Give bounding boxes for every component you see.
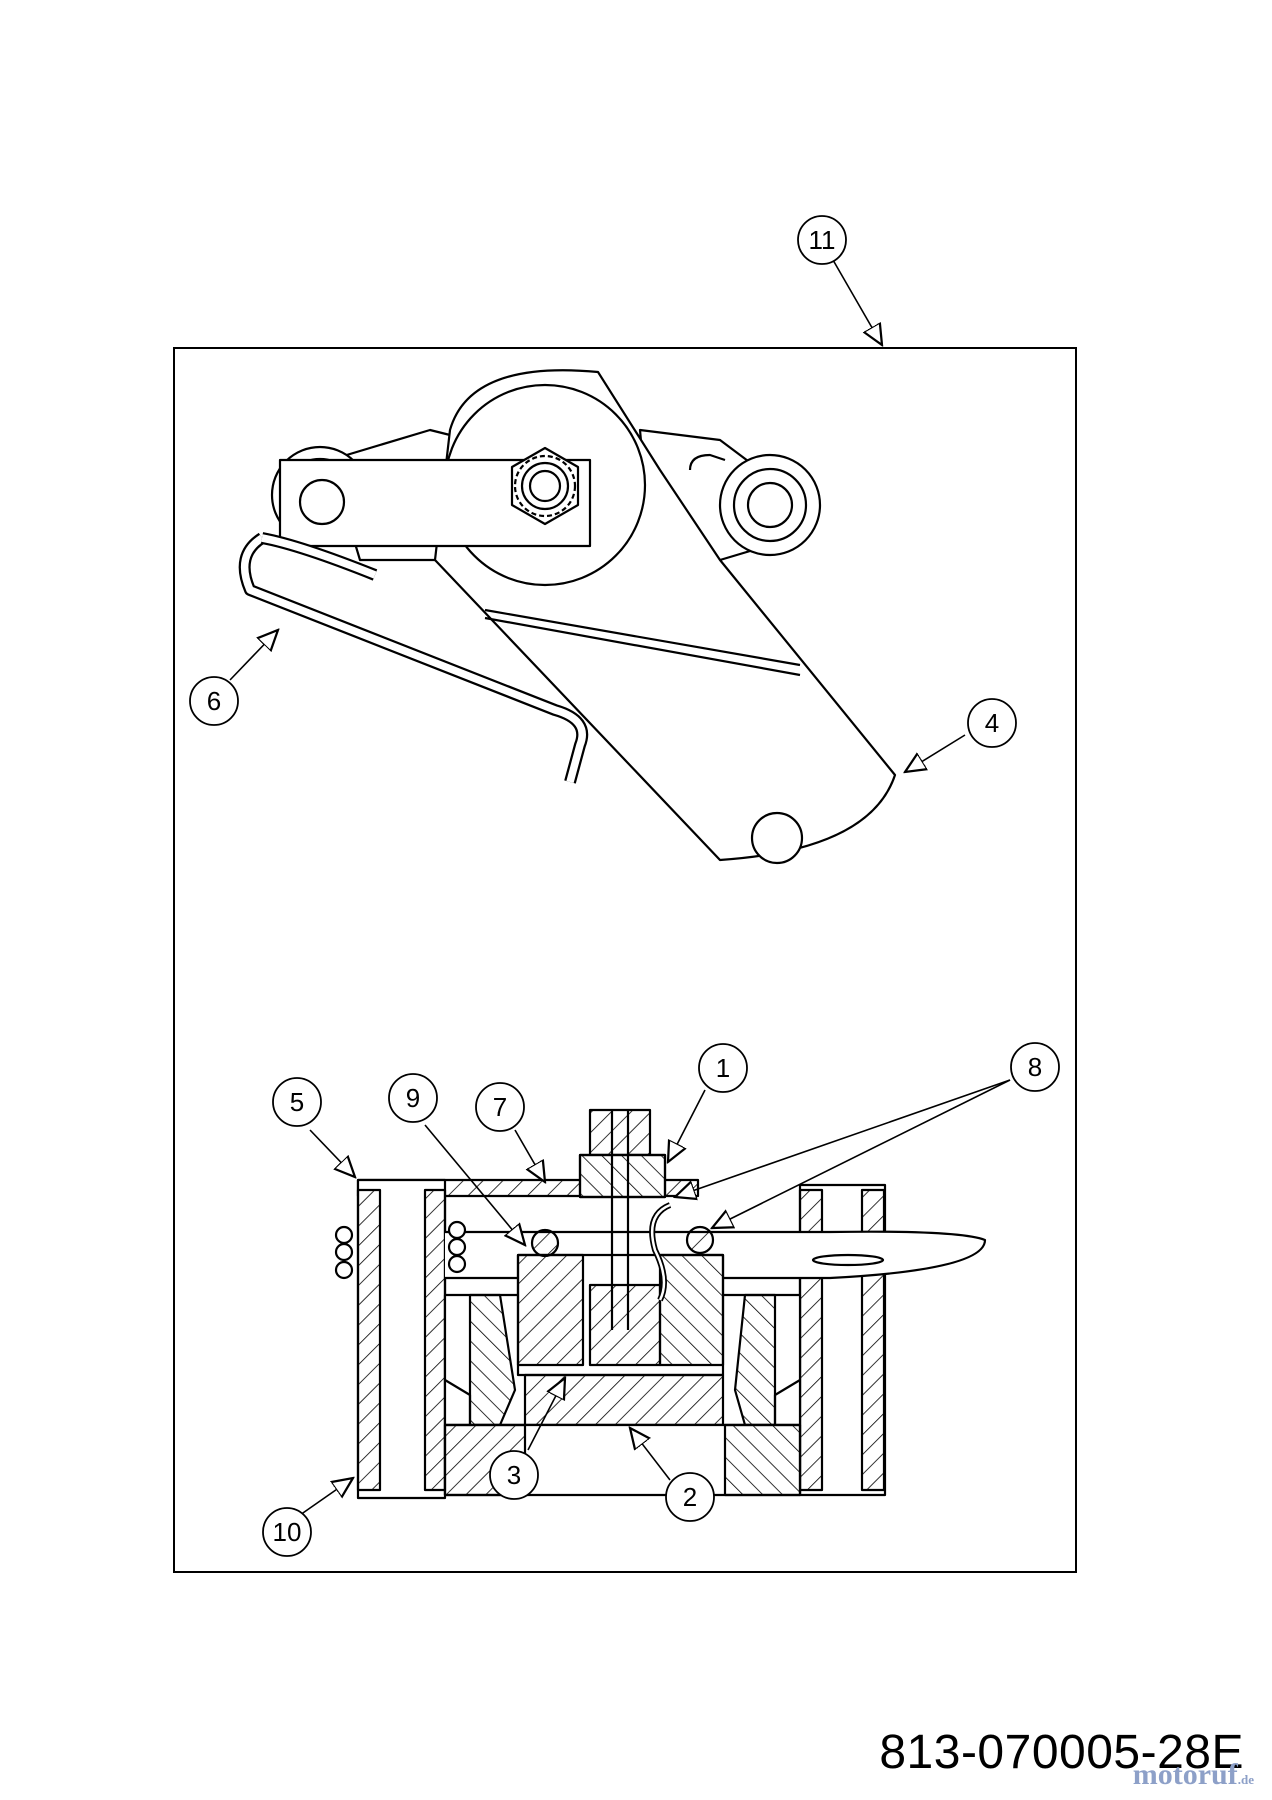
svg-text:9: 9 (406, 1083, 420, 1113)
callout-1: 1 (698, 1043, 748, 1093)
svg-text:7: 7 (493, 1092, 507, 1122)
svg-text:1: 1 (716, 1053, 730, 1083)
callout-6: 6 (189, 676, 239, 726)
callout-4: 4 (967, 698, 1017, 748)
site-watermark: motoruf.de (1133, 1758, 1254, 1792)
callout-11: 11 (797, 215, 847, 265)
callout-9: 9 (388, 1073, 438, 1123)
svg-text:3: 3 (507, 1460, 521, 1490)
callout-10: 10 (262, 1507, 312, 1557)
svg-text:2: 2 (683, 1482, 697, 1512)
watermark-main: motoruf (1132, 1758, 1238, 1791)
diagram-frame (173, 347, 1077, 1573)
svg-text:8: 8 (1028, 1052, 1042, 1082)
svg-text:5: 5 (290, 1087, 304, 1117)
callout-leaders (229, 259, 1011, 1516)
svg-text:11: 11 (809, 225, 836, 255)
svg-text:10: 10 (273, 1517, 302, 1547)
lower-assembly (334, 1108, 987, 1500)
svg-text:4: 4 (985, 708, 999, 738)
part-number-label: 813-070005-28E (879, 1726, 1244, 1779)
svg-text:6: 6 (207, 686, 221, 716)
callout-7: 7 (475, 1082, 525, 1132)
callout-3: 3 (489, 1450, 539, 1500)
callouts: 11 4 6 5 9 7 1 8 (189, 215, 1060, 1557)
callout-2: 2 (665, 1472, 715, 1522)
callout-8: 8 (1010, 1042, 1060, 1092)
upper-assembly (238, 369, 897, 865)
watermark-suffix: .de (1237, 1772, 1254, 1787)
callout-5: 5 (272, 1077, 322, 1127)
